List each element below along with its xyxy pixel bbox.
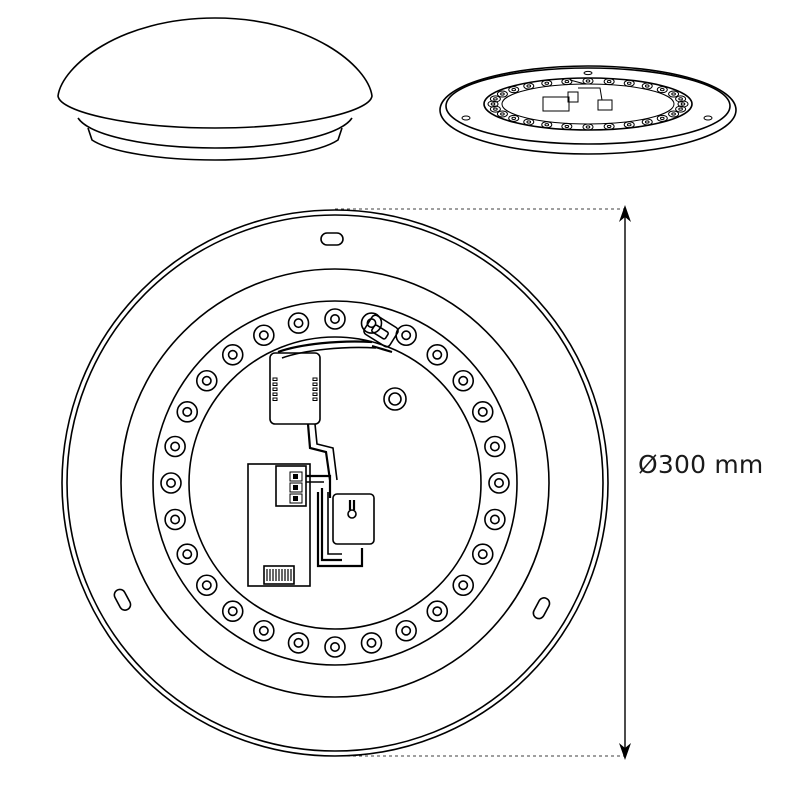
led-unit: [675, 95, 687, 103]
led-unit: [426, 600, 449, 623]
terminal-slot: [289, 471, 303, 482]
led-unit: [360, 632, 383, 654]
led-unit: [541, 79, 553, 87]
led-unit: [287, 632, 310, 654]
led-unit: [176, 543, 199, 565]
terminal-slot: [289, 482, 303, 493]
perspective-led-ring: [487, 77, 689, 131]
vent-slot: [312, 392, 318, 396]
arrow-up-icon: [619, 205, 631, 222]
led-unit: [603, 78, 615, 86]
vent-slot: [312, 397, 318, 401]
base-perspective-view: [439, 65, 737, 155]
led-unit: [523, 82, 535, 90]
led-unit: [641, 118, 653, 126]
led-unit: [561, 78, 573, 86]
terminal-slot: [289, 493, 303, 504]
led-unit: [668, 110, 680, 118]
led-unit: [176, 401, 199, 423]
led-unit: [221, 343, 244, 366]
vent-slot: [312, 377, 318, 381]
led-unit: [488, 472, 510, 494]
led-unit: [324, 636, 346, 658]
vent-slot: [272, 392, 278, 396]
led-unit: [324, 308, 346, 330]
mounting-slot-top: [320, 232, 344, 246]
led-unit: [582, 77, 594, 85]
led-unit: [452, 574, 475, 597]
led-unit: [471, 543, 494, 565]
led-unit: [195, 369, 218, 392]
led-unit: [426, 343, 449, 366]
led-unit: [164, 435, 186, 458]
led-unit: [623, 121, 635, 129]
wiring: [277, 340, 377, 568]
led-unit: [489, 95, 501, 103]
led-unit: [484, 508, 506, 531]
led-unit: [160, 472, 182, 494]
sensor-box: [332, 493, 375, 545]
led-unit: [623, 79, 635, 87]
terminal-screw: [293, 474, 298, 479]
led-unit: [541, 121, 553, 129]
led-unit: [508, 86, 520, 94]
led-unit: [287, 312, 310, 334]
terminal-block: [289, 471, 303, 504]
vent-slot: [272, 382, 278, 386]
led-ring: [160, 308, 510, 658]
led-unit: [253, 324, 275, 347]
led-unit: [221, 600, 244, 623]
led-unit: [668, 90, 680, 98]
vent-slot: [272, 387, 278, 391]
vent-slot: [312, 387, 318, 391]
connector-grill: [266, 569, 292, 581]
mounting-slot-right: [532, 597, 551, 620]
led-unit: [675, 105, 687, 113]
led-unit: [603, 122, 615, 130]
led-unit: [508, 114, 520, 122]
plan-view: [61, 209, 609, 757]
led-unit: [582, 123, 594, 131]
led-unit: [656, 114, 668, 122]
led-unit: [561, 122, 573, 130]
led-unit: [452, 369, 475, 392]
led-unit: [395, 324, 417, 347]
led-unit: [487, 100, 499, 108]
dimension-marker: [335, 205, 631, 760]
vent-slot: [272, 377, 278, 381]
screw-boss: [383, 387, 407, 411]
led-unit: [253, 619, 275, 642]
mounting-slot-left: [113, 588, 132, 611]
driver-module-small: [269, 352, 321, 425]
led-unit: [523, 118, 535, 126]
led-unit: [395, 619, 417, 642]
vent-slot: [272, 397, 278, 401]
driver-module-large: [247, 463, 311, 587]
led-unit: [656, 86, 668, 94]
led-unit: [484, 435, 506, 458]
led-unit: [489, 105, 501, 113]
terminal-screw: [293, 485, 298, 490]
led-unit: [677, 100, 689, 108]
dome-side-view: [57, 17, 373, 161]
led-unit: [496, 110, 508, 118]
led-unit: [471, 401, 494, 423]
terminal-screw: [293, 496, 298, 501]
vent-slots: [272, 377, 318, 401]
led-unit: [496, 90, 508, 98]
vent-slot: [312, 382, 318, 386]
led-unit: [164, 508, 186, 531]
arrow-down-icon: [619, 743, 631, 760]
diameter-label: Ø300 mm: [638, 450, 764, 479]
led-unit: [641, 82, 653, 90]
led-unit: [195, 574, 218, 597]
wire-connector: [363, 314, 399, 354]
